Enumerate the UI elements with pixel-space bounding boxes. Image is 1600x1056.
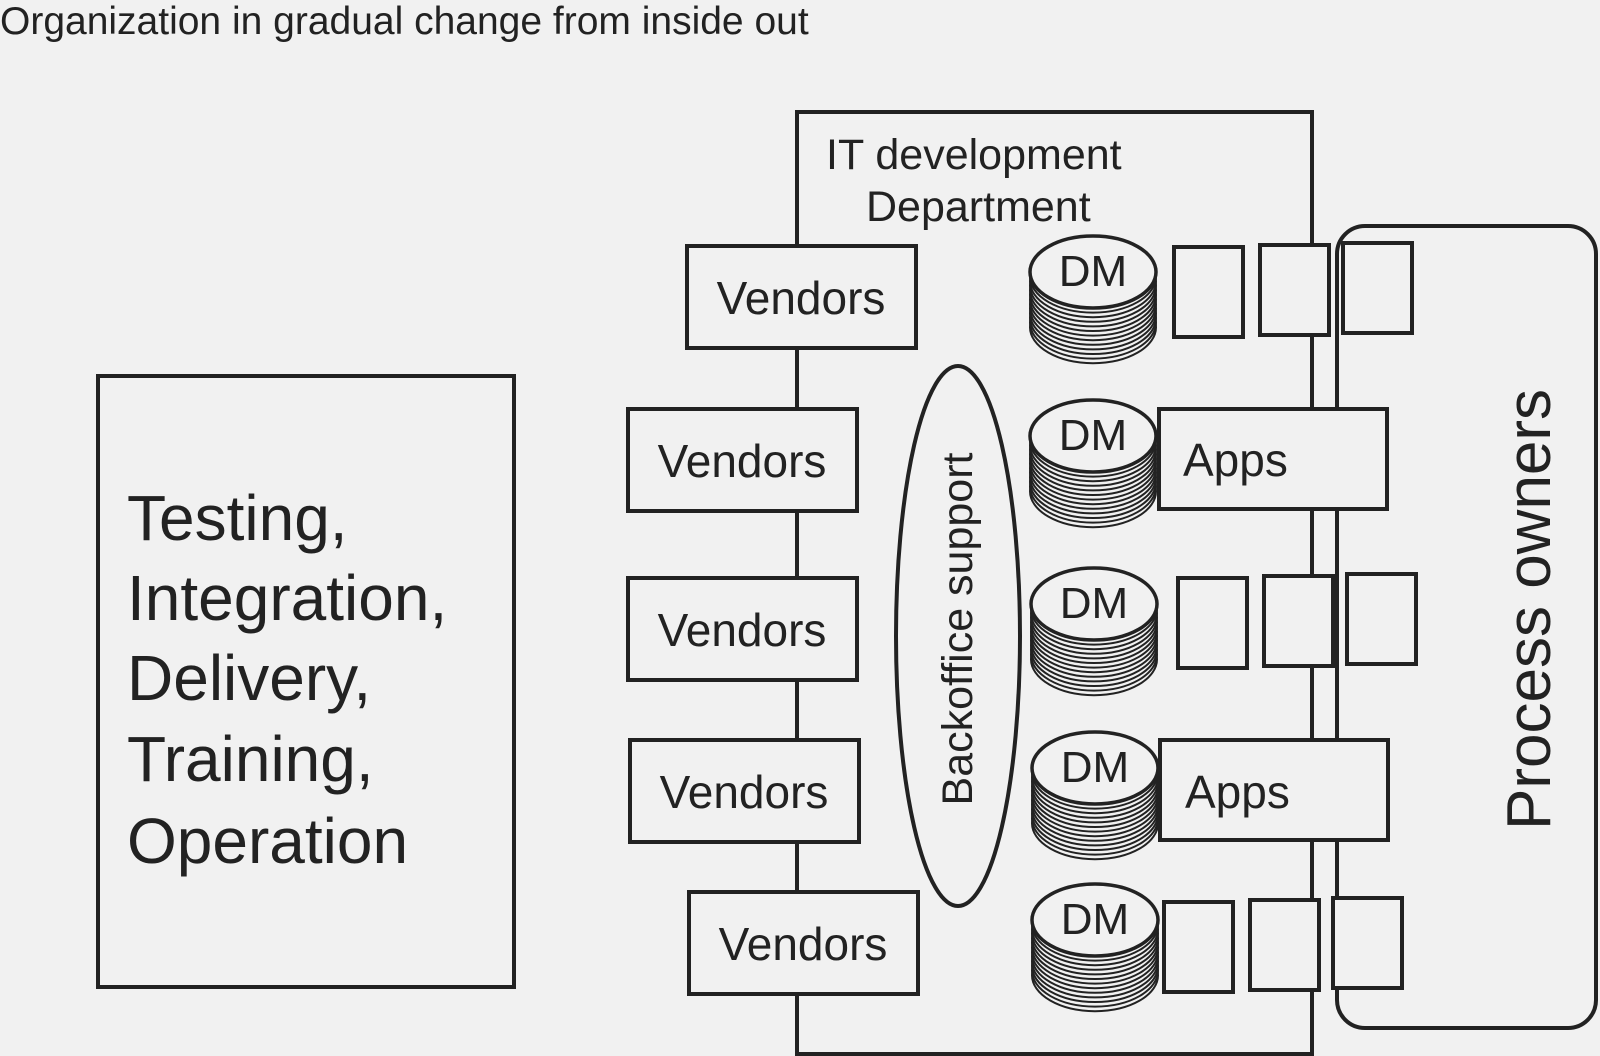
apps-box	[1158, 738, 1390, 842]
left-line-delivery: Delivery,	[127, 642, 371, 714]
left-line-integration: Integration,	[127, 562, 447, 634]
dm-database-stack: DM	[1028, 234, 1158, 365]
dm-database-stack: DM	[1030, 730, 1160, 861]
dm-disk-layer	[1030, 882, 1160, 958]
left-line-operation: Operation	[127, 805, 408, 877]
vendor-box: Vendors	[687, 890, 920, 996]
dm-label: DM	[1061, 743, 1129, 792]
apps-box	[1157, 407, 1389, 511]
vendor-box: Vendors	[685, 244, 918, 350]
vendor-box: Vendors	[626, 576, 859, 682]
small-box	[1258, 243, 1331, 337]
dm-label: DM	[1061, 895, 1129, 944]
it-department-label-line1: IT development	[826, 131, 1122, 179]
backoffice-support-label: Backoffice support	[934, 452, 982, 805]
apps-label: Apps	[1185, 766, 1290, 818]
small-box	[1345, 572, 1418, 666]
vendor-box: Vendors	[628, 738, 861, 844]
dm-database-stack: DM	[1028, 398, 1158, 529]
dm-label: DM	[1059, 411, 1127, 460]
small-box	[1331, 896, 1404, 990]
left-activities-box	[96, 374, 516, 989]
vendor-box: Vendors	[626, 407, 859, 513]
left-line-training: Training,	[127, 723, 374, 795]
vendor-label: Vendors	[717, 272, 886, 324]
apps-label: Apps	[1183, 434, 1288, 486]
diagram-title: Organization in gradual change from insi…	[0, 0, 809, 43]
vendor-label: Vendors	[658, 435, 827, 487]
vendor-label: Vendors	[660, 766, 829, 818]
small-box	[1248, 898, 1321, 992]
process-owners-label: Process owners	[1495, 389, 1564, 830]
dm-disk-layer	[1028, 234, 1158, 310]
vendor-label: Vendors	[658, 604, 827, 656]
dm-database-stack: DM	[1029, 566, 1159, 697]
small-box	[1341, 241, 1414, 335]
dm-label: DM	[1059, 247, 1127, 296]
small-box	[1176, 576, 1249, 670]
left-line-testing: Testing,	[127, 482, 348, 554]
process-owners-box	[1335, 224, 1598, 1030]
dm-disk-layer	[1029, 566, 1159, 642]
vendor-label: Vendors	[719, 918, 888, 970]
small-box	[1162, 900, 1235, 994]
it-department-label-line2: Department	[866, 183, 1091, 231]
dm-database-stack: DM	[1030, 882, 1160, 1013]
backoffice-support-ellipse	[894, 364, 1022, 908]
dm-label: DM	[1060, 579, 1128, 628]
small-box	[1262, 574, 1335, 668]
small-box	[1172, 245, 1245, 339]
dm-disk-layer	[1028, 398, 1158, 474]
